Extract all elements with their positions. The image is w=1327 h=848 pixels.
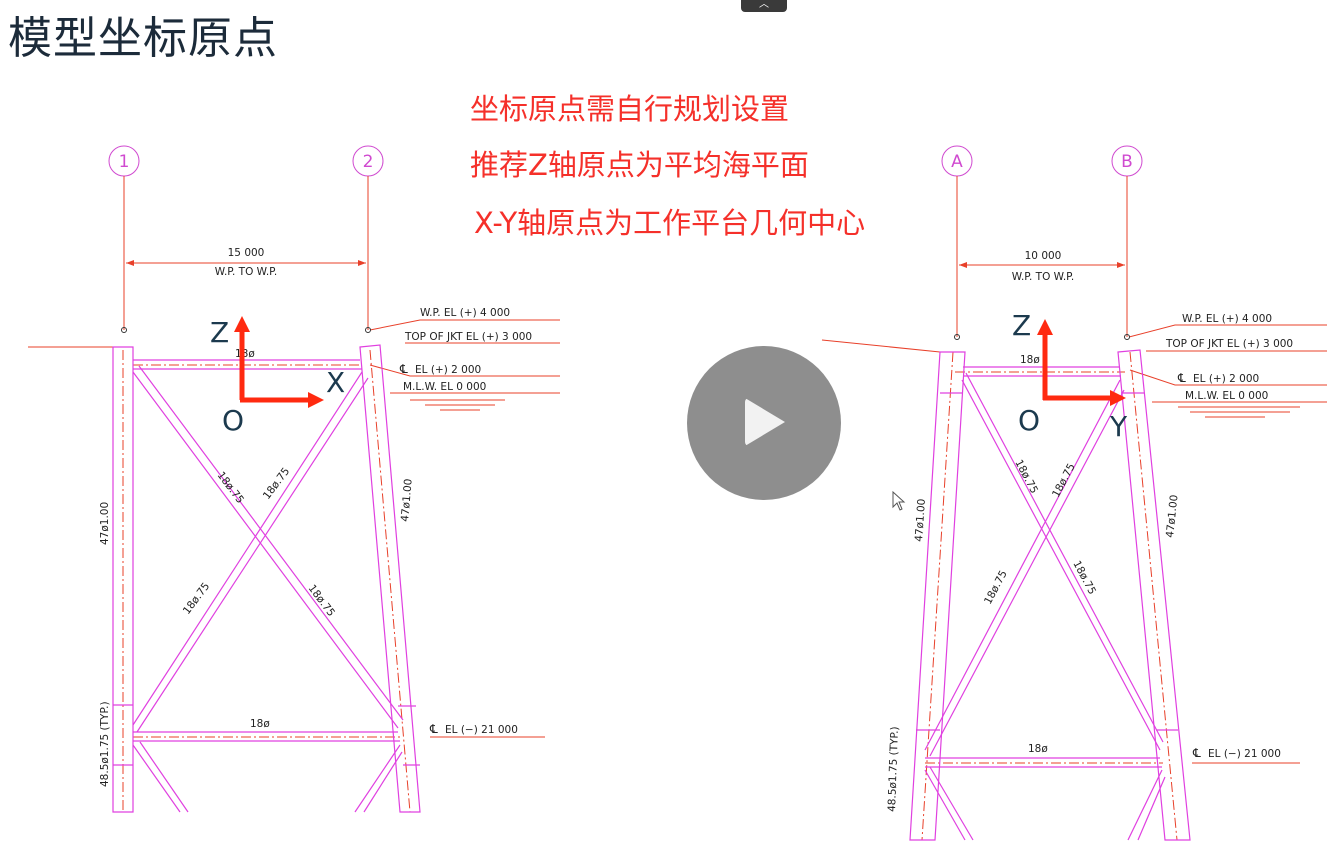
leg-size: 47ø1.00 (913, 498, 928, 542)
origin-label: O (222, 404, 244, 437)
drawing-line (1037, 319, 1053, 335)
drawing-line (929, 766, 974, 841)
centerline-symbol-icon: ℄ (429, 722, 438, 736)
brace-bottom-size: 18ø (250, 718, 270, 730)
drawing-line (139, 741, 189, 813)
diag-size: 18ø.75 (181, 580, 213, 616)
centerline-symbol-icon: ℄ (1177, 371, 1186, 385)
diag-size: 18ø.75 (306, 583, 338, 619)
drawing-line (369, 349, 411, 813)
right-axis-arrows (1037, 319, 1126, 406)
brace-top-size: 18ø (1020, 354, 1040, 366)
diag-size: 18ø.75 (261, 465, 293, 501)
wp-elevation: W.P. EL (+) 4 000 (420, 307, 510, 319)
grid-label-1: 1 (119, 152, 130, 172)
diag-size: 18ø.75 (1012, 458, 1040, 496)
drawing-line (909, 351, 966, 841)
centerline-symbol-icon: ℄ (399, 362, 408, 376)
grid-label-2: 2 (363, 152, 374, 172)
drawing-line (136, 377, 369, 733)
drawing-line (929, 389, 1125, 757)
drawing-line (132, 744, 181, 813)
drawing-line (121, 327, 127, 333)
drawing-line (138, 365, 404, 721)
leg-typ-size: 48.5ø1.75 (TYP.) (99, 701, 111, 787)
drawing-line (1129, 369, 1327, 386)
drawing-line (354, 744, 401, 813)
drawing-line (369, 364, 560, 377)
top-of-jacket: TOP OF JKT EL (+) 3 000 (1165, 338, 1293, 350)
drawing-line (821, 176, 1327, 841)
drawing-line (112, 346, 134, 813)
note-line-2: 推荐Z轴原点为平均海平面 (470, 148, 809, 182)
drawing-line (1110, 390, 1126, 406)
drawing-line (909, 349, 1191, 841)
top-of-jacket: TOP OF JKT EL (+) 3 000 (404, 331, 532, 343)
leg-typ-size: 48.5ø1.75 (TYP.) (886, 726, 901, 812)
drawing-line (28, 176, 560, 813)
axis-y-label: Y (1109, 410, 1128, 443)
brace-bottom-size: 18ø (1028, 743, 1048, 755)
drawing-line (821, 339, 941, 353)
mlw-elevation: M.L.W. EL 0 000 (403, 381, 486, 393)
drawing-line (921, 351, 954, 841)
drawing-line (132, 371, 363, 726)
right-frame: A B 10 000 (821, 145, 1327, 841)
drawing-line (1129, 351, 1178, 841)
drawing-line (924, 769, 966, 841)
drawing-line (308, 392, 324, 408)
drawing-line (132, 371, 399, 729)
collapse-button[interactable]: ︿ (741, 0, 787, 12)
slide-title: 模型坐标原点 (8, 13, 278, 64)
drawing-line (1128, 324, 1327, 338)
leg-size: 47ø1.00 (399, 478, 415, 522)
note-line-3: X-Y轴原点为工作平台几何中心 (474, 206, 866, 240)
span-value: 15 000 (228, 247, 265, 259)
cl-elevation-low: EL (−) 21 000 (445, 724, 518, 736)
mlw-elevation: M.L.W. EL 0 000 (1185, 390, 1268, 402)
wp-elevation: W.P. EL (+) 4 000 (1182, 313, 1272, 325)
grid-label-b: B (1121, 152, 1133, 172)
cl-elevation: EL (+) 2 000 (415, 364, 481, 376)
drawing-line (369, 319, 560, 331)
centerline-symbol-icon: ℄ (1192, 746, 1201, 760)
left-axis-arrows (234, 316, 324, 408)
drawing-line (924, 379, 1121, 751)
axis-z-label: Z (1012, 309, 1031, 342)
drawing-line (954, 334, 960, 340)
drawing-line (1124, 334, 1130, 340)
chevron-up-icon: ︿ (759, 0, 769, 10)
drawing-line (363, 751, 403, 813)
origin-label: O (1018, 404, 1040, 437)
axis-z-label: Z (210, 316, 229, 349)
drawing-line (359, 344, 421, 813)
mouse-cursor-icon (892, 490, 906, 511)
drawing-line (965, 372, 1164, 743)
leg-size: 47ø1.00 (1164, 494, 1180, 538)
span-label: W.P. TO W.P. (1012, 271, 1074, 283)
drawing-line (1117, 349, 1191, 841)
diag-size: 18ø.75 (982, 569, 1010, 607)
span-label: W.P. TO W.P. (215, 266, 277, 278)
brace-top-size: 18ø (235, 348, 255, 360)
drawing-line (1127, 769, 1163, 841)
grid-label-a: A (951, 152, 963, 172)
note-line-1: 坐标原点需自行规划设置 (470, 92, 790, 126)
drawing-line (1137, 776, 1166, 841)
play-icon (745, 398, 785, 446)
cl-elevation-low: EL (−) 21 000 (1208, 748, 1281, 760)
drawing-line (234, 316, 250, 332)
drawing-line (112, 344, 421, 813)
cl-elevation: EL (+) 2 000 (1193, 373, 1259, 385)
axis-x-label: X (326, 366, 345, 399)
left-frame: 1 2 15 000 (28, 145, 560, 813)
play-button[interactable] (687, 346, 841, 500)
drawing-line (961, 379, 1161, 751)
drawing-line (365, 327, 371, 333)
diag-size: 18ø.75 (1050, 462, 1078, 500)
span-value: 10 000 (1025, 250, 1062, 262)
leg-size: 47ø1.00 (99, 502, 111, 545)
